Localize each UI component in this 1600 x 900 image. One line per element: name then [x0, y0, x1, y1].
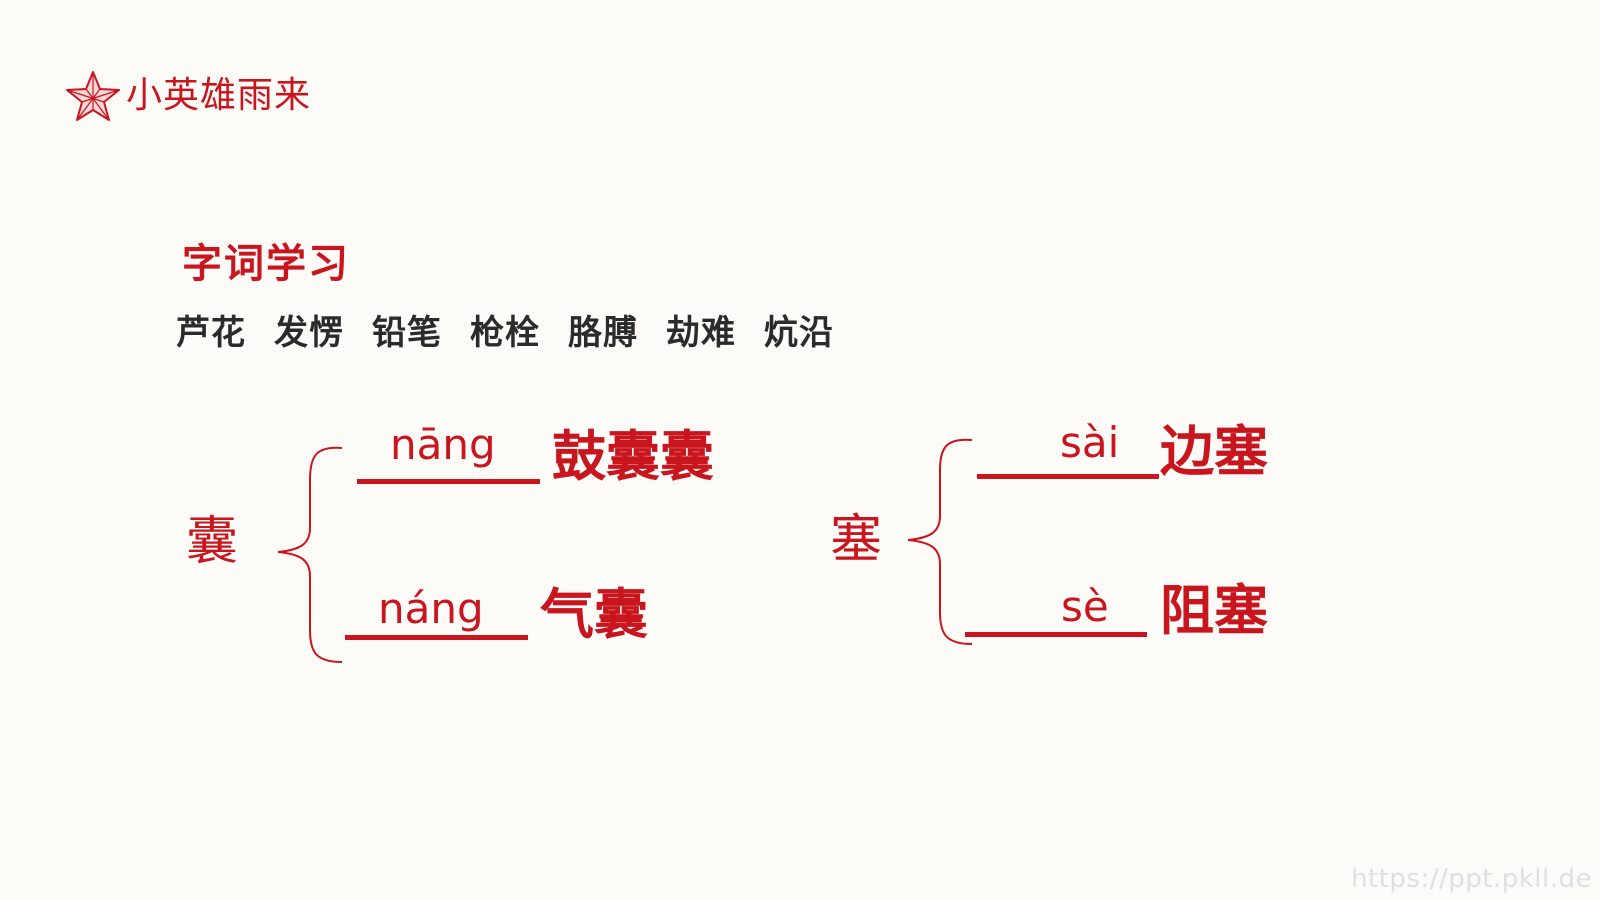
answer-blank: [977, 474, 1159, 479]
answer-blank: [965, 632, 1147, 637]
pinyin-label: sài: [1060, 418, 1120, 467]
header: 小英雄雨来: [64, 70, 311, 122]
header-title: 小英雄雨来: [126, 75, 312, 116]
example-word: 鼓囊囊: [552, 425, 714, 488]
vocab-item: 铅笔: [372, 313, 442, 353]
pinyin-label: nāng: [390, 420, 496, 469]
left-brace: [277, 446, 343, 663]
example-word: 气囊: [540, 583, 648, 646]
vocab-item: 发愣: [274, 313, 344, 353]
vocab-item: 劫难: [666, 313, 736, 353]
vocab-item: 芦花: [176, 313, 246, 353]
vocab-item: 枪栓: [470, 313, 540, 353]
vocab-item: 胳膊: [568, 313, 638, 353]
vocab-item: 炕沿: [764, 313, 834, 353]
star-icon: [66, 71, 120, 121]
section-title: 字词学习: [182, 241, 350, 287]
watermark: https://ppt.pkll.de: [1351, 864, 1592, 894]
answer-blank: [345, 635, 528, 640]
example-word: 阻塞: [1160, 579, 1268, 642]
pinyin-label: náng: [378, 584, 484, 633]
vocab-list: 芦花 发愣 铅笔 枪栓 胳膊 劫难 炕沿: [176, 316, 834, 350]
head-char: 塞: [830, 510, 883, 570]
answer-blank: [357, 479, 540, 484]
pinyin-label: sè: [1061, 582, 1109, 631]
head-char: 囊: [186, 512, 239, 572]
example-word: 边塞: [1160, 420, 1268, 483]
left-brace: [907, 438, 973, 645]
